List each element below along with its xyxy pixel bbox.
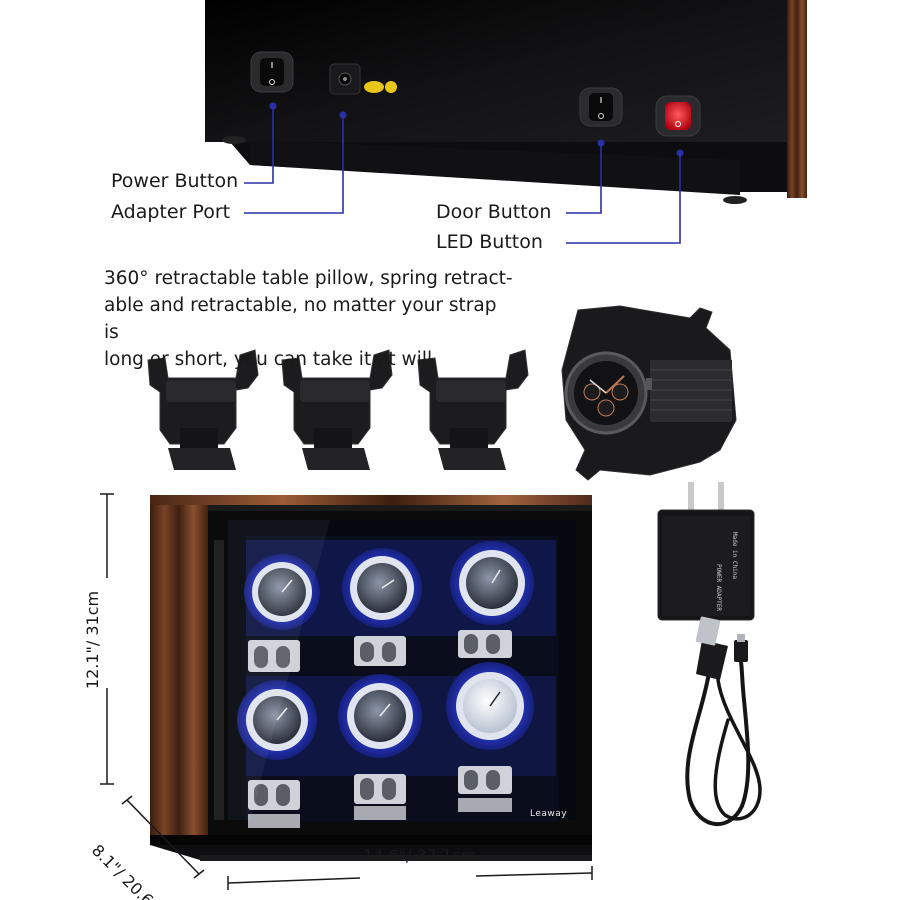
brand-logo: Leaway bbox=[530, 809, 568, 819]
adapter-port[interactable] bbox=[329, 63, 361, 95]
control-panel-closeup bbox=[205, 0, 807, 204]
description-line-2: able and retractable, no matter your str… bbox=[104, 295, 497, 343]
usb-plug bbox=[696, 640, 728, 680]
power-button-leader bbox=[244, 108, 274, 184]
watch-winder-box bbox=[150, 495, 592, 861]
winder-module-row-top bbox=[244, 540, 556, 636]
height-dimension-label: 12.1"/ 31cm bbox=[83, 590, 103, 690]
knob-panels-bottom bbox=[248, 766, 512, 828]
dimension-lines bbox=[100, 493, 593, 890]
width-dimension-label: 14.6"/ 37.1cm bbox=[363, 846, 477, 865]
certification-icons bbox=[364, 81, 397, 93]
dc-plug bbox=[734, 640, 748, 662]
box-wood-side bbox=[150, 505, 208, 835]
led-switch[interactable] bbox=[655, 95, 701, 137]
adapter-title-text: POWER ADAPTER bbox=[715, 564, 722, 611]
panel-wood-side bbox=[787, 0, 807, 198]
door-button-label: Door Button bbox=[436, 201, 552, 223]
pillow-with-watch bbox=[561, 305, 737, 481]
knob-panels-top bbox=[248, 630, 512, 672]
pillow-1 bbox=[147, 349, 259, 470]
door-switch[interactable] bbox=[579, 87, 623, 127]
callout-lines bbox=[244, 102, 684, 244]
pillow-description: 360° retractable table pillow, spring re… bbox=[104, 265, 514, 373]
door-button-leader bbox=[566, 145, 602, 214]
description-line-1: 360° retractable table pillow, spring re… bbox=[104, 268, 513, 289]
winder-module-row-bottom bbox=[237, 662, 556, 776]
led-button-leader bbox=[566, 155, 681, 244]
description-line-3: long or short, you can take it at will bbox=[104, 349, 433, 370]
led-button-label: LED Button bbox=[436, 231, 543, 253]
power-adapter bbox=[657, 482, 755, 621]
pillow-2 bbox=[281, 349, 393, 470]
adapter-port-leader bbox=[244, 117, 344, 214]
watch-strap bbox=[650, 360, 732, 422]
power-switch[interactable] bbox=[250, 51, 294, 93]
adapter-origin-text: Made in China bbox=[731, 532, 738, 579]
usb-cable bbox=[685, 616, 762, 826]
power-button-label: Power Button bbox=[111, 170, 239, 192]
watch-pillows bbox=[147, 305, 737, 481]
adapter-port-label: Adapter Port bbox=[111, 201, 231, 223]
pillow-3 bbox=[417, 349, 529, 470]
